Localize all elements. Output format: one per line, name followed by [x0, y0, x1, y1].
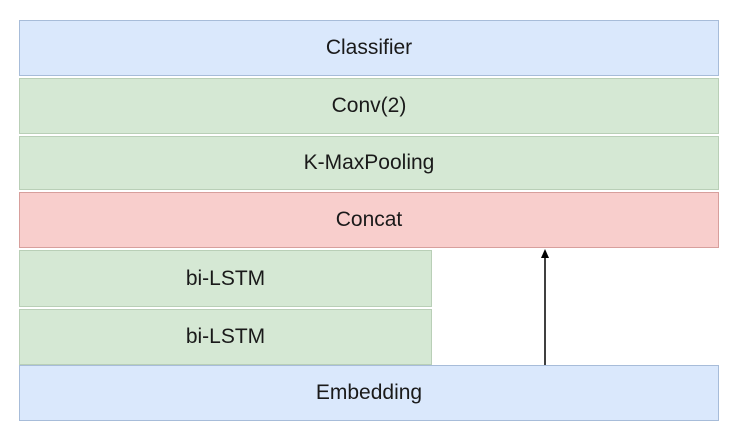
classifier-layer: Classifier	[19, 20, 719, 76]
conv-layer: Conv(2)	[19, 78, 719, 134]
bilstm-layer-top: bi-LSTM	[19, 250, 432, 307]
bilstm-layer-bottom: bi-LSTM	[19, 309, 432, 365]
bilstm-top-label: bi-LSTM	[185, 266, 266, 290]
conv-label: Conv(2)	[331, 94, 407, 117]
kmax-pooling-label: K-MaxPooling	[303, 151, 435, 174]
kmax-pooling-layer: K-MaxPooling	[19, 136, 719, 190]
bilstm-bottom-label: bi-LSTM	[185, 325, 266, 348]
embedding-label: Embedding	[315, 381, 423, 404]
classifier-label: Classifier	[325, 36, 413, 59]
concat-label: Concat	[335, 208, 403, 231]
arrowhead-icon	[541, 249, 549, 258]
embedding-layer: Embedding	[19, 365, 719, 421]
concat-layer: Concat	[19, 192, 719, 248]
